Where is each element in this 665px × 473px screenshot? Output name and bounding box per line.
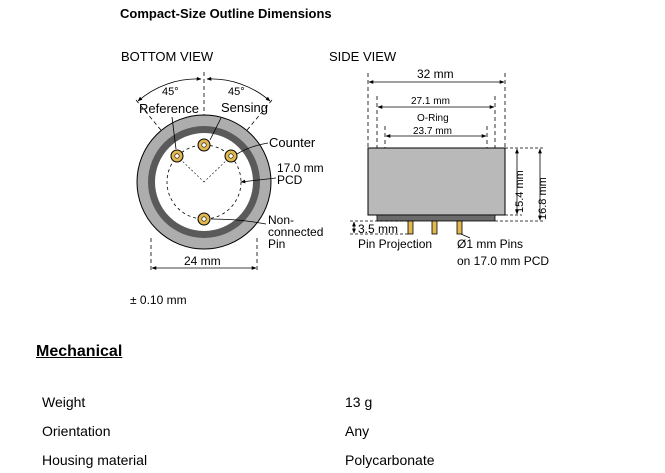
mechanical-heading: Mechanical bbox=[36, 343, 123, 360]
pin-proj-label: Pin Projection bbox=[358, 237, 432, 251]
height-1-label: 15.4 mm bbox=[514, 170, 526, 213]
counter-pin bbox=[224, 149, 238, 163]
side-pin-3 bbox=[456, 220, 463, 235]
left-angle-line bbox=[135, 99, 205, 183]
oring-width-label: 27.1 mm bbox=[411, 96, 450, 107]
non-connected-label-3: Pin bbox=[268, 237, 285, 251]
non-connected-label-2: connected bbox=[268, 225, 323, 239]
side-view: SIDE VIEW 32 mm 27.1 mm O-Ring 23.7 mm 3… bbox=[329, 49, 549, 268]
right-angle-arc bbox=[206, 76, 271, 102]
sensing-label: Sensing bbox=[221, 100, 268, 115]
outline-drawing: BOTTOM VIEW 45° 45° bbox=[121, 49, 549, 272]
spec-label-weight: Weight bbox=[42, 394, 86, 410]
inner-width-label: 23.7 mm bbox=[413, 126, 452, 137]
pins-label-2: on 17.0 mm PCD bbox=[457, 254, 549, 268]
non-connected-pin bbox=[197, 212, 211, 226]
spec-label-housing: Housing material bbox=[42, 452, 148, 468]
oring-label: O-Ring bbox=[417, 113, 449, 124]
sensor-side-body bbox=[367, 147, 506, 216]
counter-label: Counter bbox=[269, 135, 316, 150]
reference-pin bbox=[170, 149, 184, 163]
pcd-label-2: PCD bbox=[277, 173, 303, 187]
pcd-label-1: 17.0 mm bbox=[277, 161, 324, 175]
spec-value-orientation: Any bbox=[345, 423, 370, 439]
spec-value-weight: 13 g bbox=[345, 394, 373, 410]
spec-label-orientation: Orientation bbox=[42, 423, 111, 439]
bottom-view-heading: BOTTOM VIEW bbox=[121, 49, 214, 64]
tolerance-note: ± 0.10 mm bbox=[130, 293, 187, 307]
non-connected-label-1: Non- bbox=[268, 213, 294, 227]
right-angle-label: 45° bbox=[228, 86, 245, 98]
pins-leader bbox=[460, 233, 471, 239]
side-view-heading: SIDE VIEW bbox=[329, 49, 397, 64]
side-pin-2 bbox=[431, 220, 438, 235]
left-angle-arc bbox=[137, 76, 202, 102]
width-dimension-label: 24 mm bbox=[184, 254, 221, 268]
reference-leader bbox=[171, 116, 177, 150]
non-connected-leader bbox=[210, 218, 267, 225]
sensing-pin bbox=[197, 138, 211, 152]
pin-proj-value: 3.5 mm bbox=[358, 222, 398, 236]
sensing-leader bbox=[209, 117, 222, 141]
bottom-view: BOTTOM VIEW 45° 45° bbox=[121, 49, 324, 272]
oring-band bbox=[376, 214, 496, 222]
outer-width-label: 32 mm bbox=[417, 67, 454, 81]
pcd-leader bbox=[240, 177, 277, 184]
reference-label: Reference bbox=[139, 101, 199, 116]
spec-value-housing: Polycarbonate bbox=[345, 452, 435, 468]
left-angle-label: 45° bbox=[162, 86, 179, 98]
pins-label-1: Ø1 mm Pins bbox=[457, 237, 523, 251]
height-2-label: 16.8 mm bbox=[537, 177, 549, 220]
right-angle-line bbox=[203, 99, 273, 183]
counter-leader bbox=[236, 142, 269, 155]
page-title: Compact-Size Outline Dimensions bbox=[120, 6, 332, 21]
side-pin-1 bbox=[407, 220, 414, 235]
